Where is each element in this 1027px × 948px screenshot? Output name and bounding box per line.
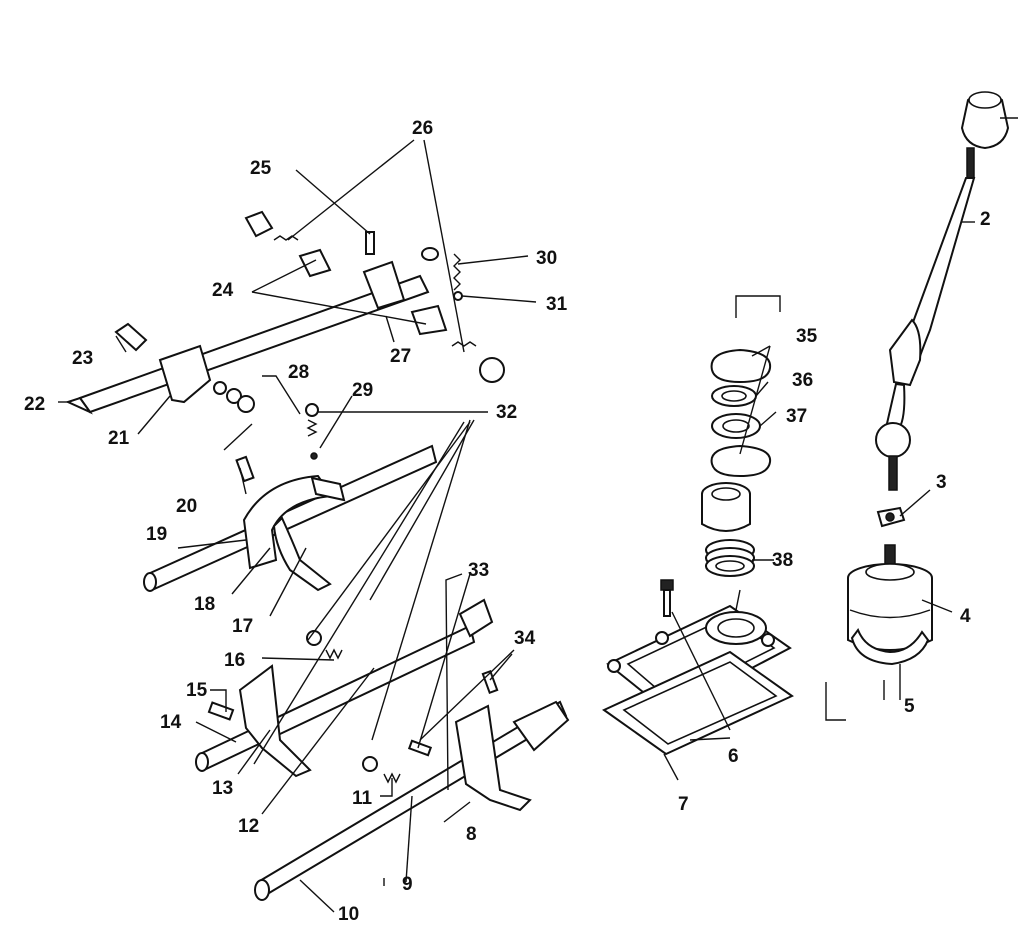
spring <box>705 539 755 577</box>
selector-shaft-upper <box>65 210 505 415</box>
selector-rods-lower <box>195 598 570 901</box>
lever-ball <box>875 422 911 458</box>
callout-28: 28 <box>288 362 309 383</box>
callout-labels: 2 3 4 5 6 7 8 9 10 11 12 13 14 15 16 17 … <box>24 118 991 925</box>
pin <box>114 322 148 352</box>
callout-22: 22 <box>24 394 45 415</box>
callout-5: 5 <box>904 696 915 717</box>
callout-19: 19 <box>146 524 167 545</box>
gate-assembly <box>602 348 794 756</box>
callout-35: 35 <box>796 326 818 347</box>
callout-31: 31 <box>546 294 568 315</box>
callout-9: 9 <box>402 874 413 895</box>
retaining-ring <box>850 627 930 666</box>
callout-24: 24 <box>212 280 234 301</box>
callout-32: 32 <box>496 402 517 423</box>
bolt <box>663 589 671 617</box>
callout-8: 8 <box>466 824 477 845</box>
callout-3: 3 <box>936 472 947 493</box>
callout-30: 30 <box>536 248 557 269</box>
callout-6: 6 <box>728 746 739 767</box>
shift-fork <box>454 704 532 812</box>
callout-16: 16 <box>224 650 245 671</box>
callout-14: 14 <box>160 712 182 733</box>
leader-lines <box>58 117 1018 913</box>
shift-knob-top <box>968 91 1002 109</box>
callout-18: 18 <box>194 594 215 615</box>
callout-21: 21 <box>108 428 130 449</box>
callout-2: 2 <box>980 209 991 230</box>
callout-25: 25 <box>250 158 272 179</box>
callout-37: 37 <box>786 406 807 427</box>
gear-lever-assembly <box>847 91 1010 666</box>
callout-34: 34 <box>514 628 536 649</box>
callout-20: 20 <box>176 496 197 517</box>
callout-36: 36 <box>792 370 813 391</box>
pin <box>365 231 375 255</box>
circlip-upper <box>710 348 772 384</box>
plug-left <box>244 210 274 238</box>
callout-11: 11 <box>352 788 373 809</box>
interlock-block <box>362 260 406 310</box>
callout-33: 33 <box>468 560 489 581</box>
selector-arm <box>158 344 212 404</box>
callout-13: 13 <box>212 778 233 799</box>
callout-10: 10 <box>338 904 359 925</box>
plug-right <box>479 357 505 383</box>
selector-rod-middle <box>143 403 438 592</box>
callout-38: 38 <box>772 550 793 571</box>
callout-26: 26 <box>412 118 433 139</box>
callout-23: 23 <box>72 348 93 369</box>
lever-thread <box>966 147 975 179</box>
callout-17: 17 <box>232 616 253 637</box>
lever-housing <box>847 578 933 651</box>
callout-4: 4 <box>960 606 971 627</box>
callout-29: 29 <box>352 380 373 401</box>
lever-boot <box>888 318 922 387</box>
callout-12: 12 <box>238 816 259 837</box>
callout-15: 15 <box>186 680 208 701</box>
callout-7: 7 <box>678 794 689 815</box>
callout-27: 27 <box>390 346 411 367</box>
circlip-lower <box>710 444 772 478</box>
shift-fork <box>238 664 312 778</box>
